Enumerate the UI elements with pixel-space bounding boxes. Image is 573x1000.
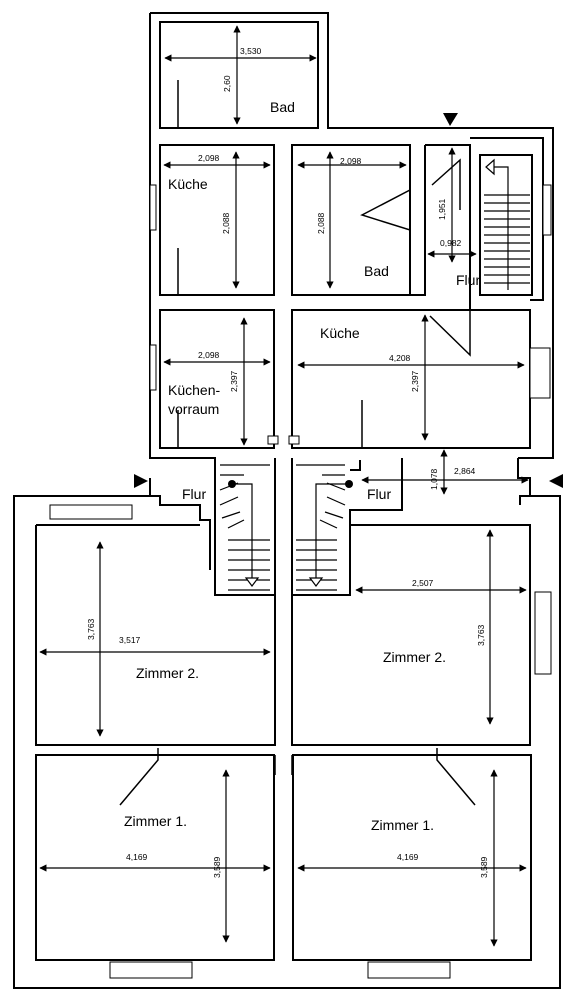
room-label-zimmer1-right: Zimmer 1. (371, 817, 434, 833)
room-label-flur-right: Flur (367, 486, 391, 502)
middle-left-stairs (219, 464, 270, 591)
middle-right-stairs (296, 464, 349, 591)
dim-label-zimmer2-left-width: 3,517 (119, 635, 141, 645)
room-label-zimmer1-left: Zimmer 1. (124, 813, 187, 829)
dim-label-kueche-left-width: 2,098 (198, 153, 220, 163)
room-label-flur-right-top: Flur (456, 272, 480, 288)
room-label-bad-middle: Bad (364, 263, 389, 279)
lower-doors (119, 690, 476, 806)
room-label-kueche-left: Küche (168, 176, 208, 192)
room-label-kueche-right: Küche (320, 325, 360, 341)
dim-label-zimmer1-left-width: 4,169 (126, 852, 148, 862)
stair-start-dot-right (345, 480, 353, 488)
dim-label-flur-width: 0,982 (440, 238, 462, 248)
lower-windows (49, 504, 552, 979)
entry-arrow-right (549, 474, 563, 488)
room-label-flur-left: Flur (182, 486, 206, 502)
dim-label-zimmer1-right-width: 4,169 (397, 852, 419, 862)
dim-label-zimmer2-right-height: 3,763 (476, 624, 486, 646)
dim-label-kueche-left-height: 2,088 (221, 212, 231, 234)
dim-label-bad-middle-width: 2,098 (340, 156, 362, 166)
upper-windows (149, 184, 552, 399)
dim-label-bad-width: 3,530 (240, 46, 262, 56)
room-label-zimmer2-right: Zimmer 2. (383, 649, 446, 665)
entry-arrow-top (443, 113, 458, 126)
dim-label-zimmer1-right-height: 3,589 (479, 856, 489, 878)
room-label-bad-top: Bad (270, 99, 295, 115)
dim-label-zimmer2-left-height: 3,763 (86, 618, 96, 640)
dim-label-kuechenvorraum-width: 2,098 (198, 350, 220, 360)
dim-label-flur-right-width: 2,864 (454, 466, 476, 476)
dim-label-flur-right-height: 1,078 (429, 468, 439, 490)
dim-label-zimmer1-left-height: 3,589 (212, 856, 222, 878)
dim-label-kueche-right-width: 4,208 (389, 353, 411, 363)
lower-walls (13, 495, 561, 989)
room-label-kuechenvorraum-line2: vorraum (168, 401, 219, 417)
dim-label-bad-middle-height: 2,088 (316, 212, 326, 234)
stair-start-dot-left (228, 480, 236, 488)
dimension-lines (39, 25, 529, 947)
dim-label-kuechenvorraum-height: 2,397 (229, 370, 239, 392)
entry-arrow-left (134, 474, 148, 488)
upper-right-stairs (484, 158, 530, 290)
upper-doors (177, 80, 471, 449)
dim-label-zimmer2-right-width: 2,507 (412, 578, 434, 588)
dim-label-flur-height: 1,951 (437, 198, 447, 220)
room-label-kuechenvorraum-line1: Küchen- (168, 382, 220, 398)
room-label-zimmer2-left: Zimmer 2. (136, 665, 199, 681)
dim-label-bad-height: 2,60 (222, 75, 232, 92)
corridor-walls (149, 457, 531, 596)
dim-label-kueche-right-height: 2,397 (410, 370, 420, 392)
